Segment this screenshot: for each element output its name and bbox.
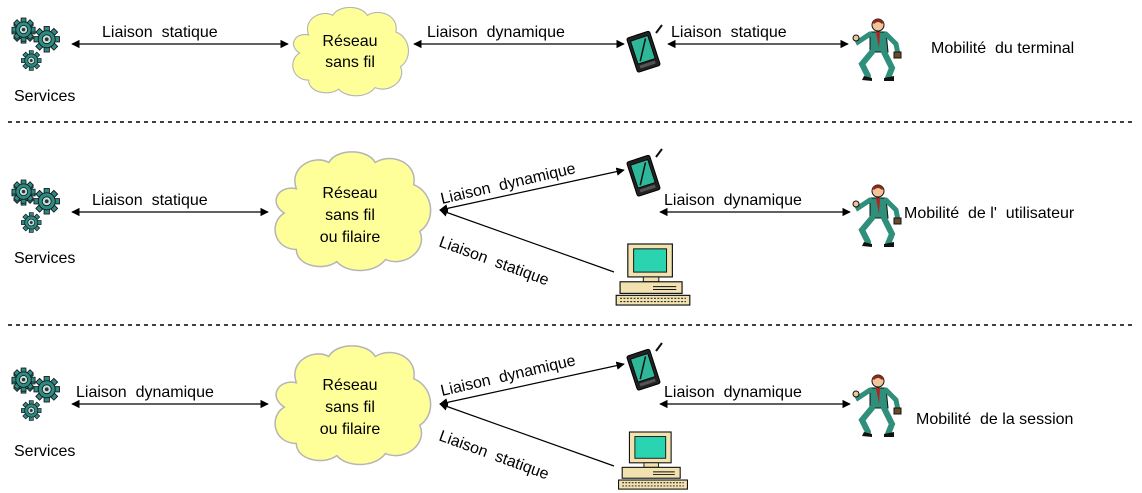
gears-icon xyxy=(12,368,60,420)
network-label-line3: ou filaire xyxy=(320,229,381,246)
running-person-icon xyxy=(853,185,901,247)
pda-icon xyxy=(625,341,664,392)
link-bottom-label: Liaison statique xyxy=(437,428,552,484)
link-top-label: Liaison dynamique xyxy=(439,352,577,400)
pda-icon xyxy=(625,23,664,74)
link-right-label: Liaison dynamique xyxy=(664,384,802,401)
pda-icon xyxy=(625,147,664,198)
row-user-mobility: Services Liaison statique Réseau sans fi… xyxy=(12,147,1075,306)
caption-terminal-mobility: Mobilité du terminal xyxy=(931,40,1074,57)
link-arrow xyxy=(439,361,625,407)
desktop-computer-icon xyxy=(617,431,689,490)
link-arrow xyxy=(439,402,615,467)
network-label-line1: Réseau xyxy=(322,185,377,202)
network-label-line2: sans fil xyxy=(325,207,375,224)
running-person-icon xyxy=(853,19,901,81)
link-left-label: Liaison statique xyxy=(92,192,208,209)
network-label-line1: Réseau xyxy=(322,377,377,394)
row-terminal-mobility: Services Liaison statique Réseau sans fi… xyxy=(12,6,1074,105)
link-arrow xyxy=(439,208,615,273)
gears-icon xyxy=(12,18,60,70)
cloud-icon xyxy=(292,6,410,97)
link-bottom-label: Liaison statique xyxy=(437,234,552,290)
link-right-label: Liaison dynamique xyxy=(664,192,802,209)
network-label-line3: ou filaire xyxy=(320,421,381,438)
link-arrow xyxy=(439,167,625,213)
link-right-label: Liaison statique xyxy=(671,24,787,41)
link-left-label: Liaison statique xyxy=(102,24,218,41)
caption-user-mobility: Mobilité de l' utilisateur xyxy=(904,205,1075,222)
link-top-label: Liaison dynamique xyxy=(427,24,565,41)
network-label-line2: sans fil xyxy=(325,399,375,416)
link-left-label: Liaison dynamique xyxy=(76,384,214,401)
gears-icon xyxy=(12,180,60,232)
caption-session-mobility: Mobilité de la session xyxy=(916,411,1073,428)
network-label-line1: Réseau xyxy=(322,33,377,50)
network-label-line2: sans fil xyxy=(325,54,375,71)
services-label: Services xyxy=(14,250,75,267)
row-session-mobility: Services Liaison dynamique Réseau sans f… xyxy=(12,341,1073,490)
desktop-computer-icon xyxy=(615,243,691,306)
services-label: Services xyxy=(14,443,75,460)
services-label: Services xyxy=(14,88,75,105)
running-person-icon xyxy=(853,375,901,437)
